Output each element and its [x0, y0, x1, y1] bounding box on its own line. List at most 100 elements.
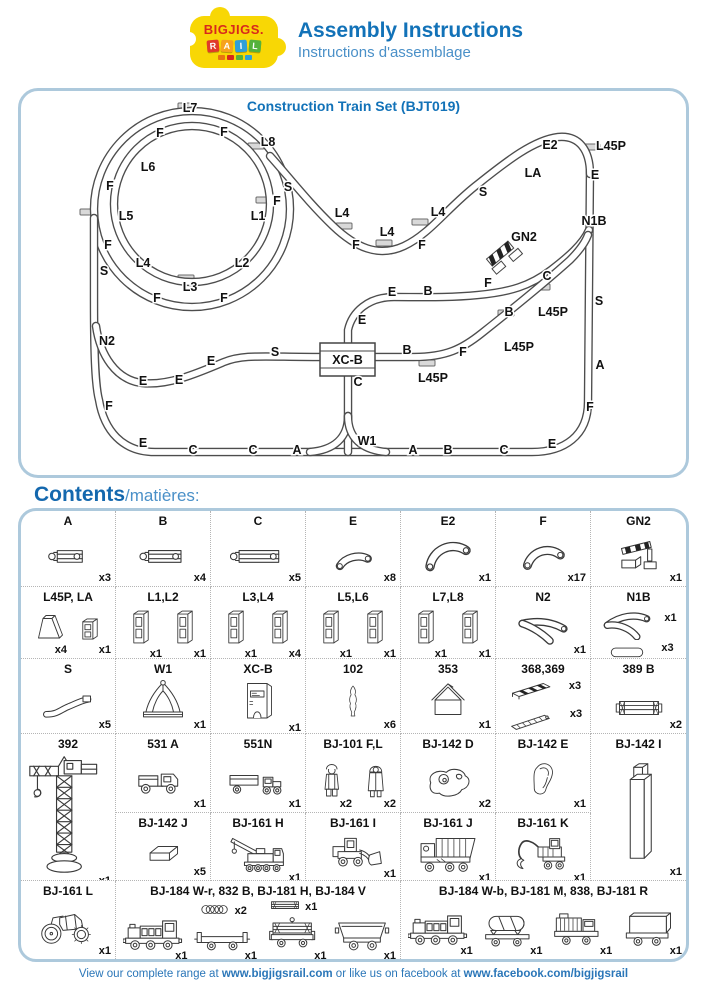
track-label: L5 [119, 209, 134, 223]
quantity: x4 [193, 572, 206, 584]
track-a-icon [43, 538, 93, 574]
part-label: N1B [626, 590, 651, 604]
part-label: 392 [57, 737, 79, 751]
riser-icon [223, 604, 249, 650]
track-label: E2 [542, 138, 557, 152]
part-label: BJ-142 D [422, 737, 474, 751]
part-label: S [63, 662, 72, 676]
puzzle-piece [189, 16, 278, 68]
quantity: x1 [149, 648, 162, 659]
quantity: x1 [193, 648, 206, 659]
tree-icon [343, 681, 363, 721]
track-paths [89, 106, 595, 457]
website-link[interactable]: www.bigjigsrail.com [221, 968, 333, 980]
quantity: x1 [600, 945, 613, 957]
track-label: S [479, 185, 487, 199]
coil-icon [200, 902, 232, 917]
set-title: Construction Train Set (BJT019) [246, 98, 461, 114]
box-wagon-icon [618, 909, 678, 947]
track-label: F [484, 276, 492, 290]
footer-text: or like us on facebook at [332, 968, 464, 980]
riser-icon [413, 604, 439, 650]
track-label: F [418, 238, 426, 252]
track-label: L3 [183, 280, 198, 294]
track-label: L4 [380, 225, 395, 239]
track-label: C [499, 443, 508, 457]
truck531-icon [135, 762, 191, 800]
pill-icon [603, 641, 651, 658]
track-label: N1B [581, 214, 606, 228]
track-label: L4 [136, 256, 151, 270]
part-label: L45P, LA [43, 590, 93, 604]
track-label: GN2 [511, 230, 537, 244]
quantity: x2 [234, 905, 247, 917]
quantity: x5 [288, 572, 301, 584]
part-label: BJ-161 L [42, 884, 94, 898]
track-e-icon [330, 540, 376, 574]
part-label: F [539, 514, 547, 528]
part-label: BJ-142 J [138, 816, 188, 830]
track-label: E [207, 354, 215, 368]
logo-text: BIGJIGS. [203, 22, 265, 37]
xcb-icon [237, 676, 279, 724]
facebook-link[interactable]: www.facebook.com/bigjigsrail [463, 968, 629, 980]
quantity: x1 [305, 901, 318, 913]
s-piece-icon [39, 691, 97, 721]
quantity: x1 [288, 872, 301, 881]
quantity: x1 [573, 798, 586, 810]
track-label: E [388, 285, 396, 299]
quantity: x1 [669, 945, 682, 957]
track-label: A [408, 443, 417, 457]
quantity: x17 [567, 572, 586, 584]
quantity: x3 [569, 707, 583, 720]
part-label: BJ-142 E [517, 737, 569, 751]
contents-heading: Contents/matières: [34, 483, 200, 507]
page-subtitle: Instructions d'assemblage [297, 44, 471, 62]
track-label: C [248, 443, 257, 457]
excavator-k-icon [513, 830, 573, 874]
quantity: x1 [383, 868, 396, 880]
contents-cell-bj-142-e: BJ-142 E x1 [496, 734, 591, 813]
part-label: 368,369 [521, 662, 565, 676]
track-label: F [220, 125, 228, 139]
figure-l-icon [363, 762, 387, 800]
quantity: x1 [244, 950, 257, 960]
quantity: x2 [383, 798, 396, 810]
crane-truck-h-icon [227, 830, 289, 874]
contents-heading-en: Contents [34, 483, 125, 506]
riser-icon [172, 604, 198, 650]
riser-sm-icon [77, 612, 103, 646]
level-crossing-gate-icon [485, 240, 524, 275]
quantity: x1 [478, 572, 491, 584]
track-b-icon [137, 538, 189, 574]
track-label: S [271, 345, 279, 359]
track-label: S [595, 294, 603, 308]
part-label: 102 [342, 662, 364, 676]
part-label: BJ-161 K [517, 816, 569, 830]
track-label: L1 [251, 209, 266, 223]
quantity: x1 [478, 648, 491, 659]
dump-j-icon [416, 830, 480, 874]
part-label: BJ-184 W-b, BJ-181 M, 838, BJ-181 R [438, 884, 649, 898]
puzzle-notch [181, 32, 196, 46]
